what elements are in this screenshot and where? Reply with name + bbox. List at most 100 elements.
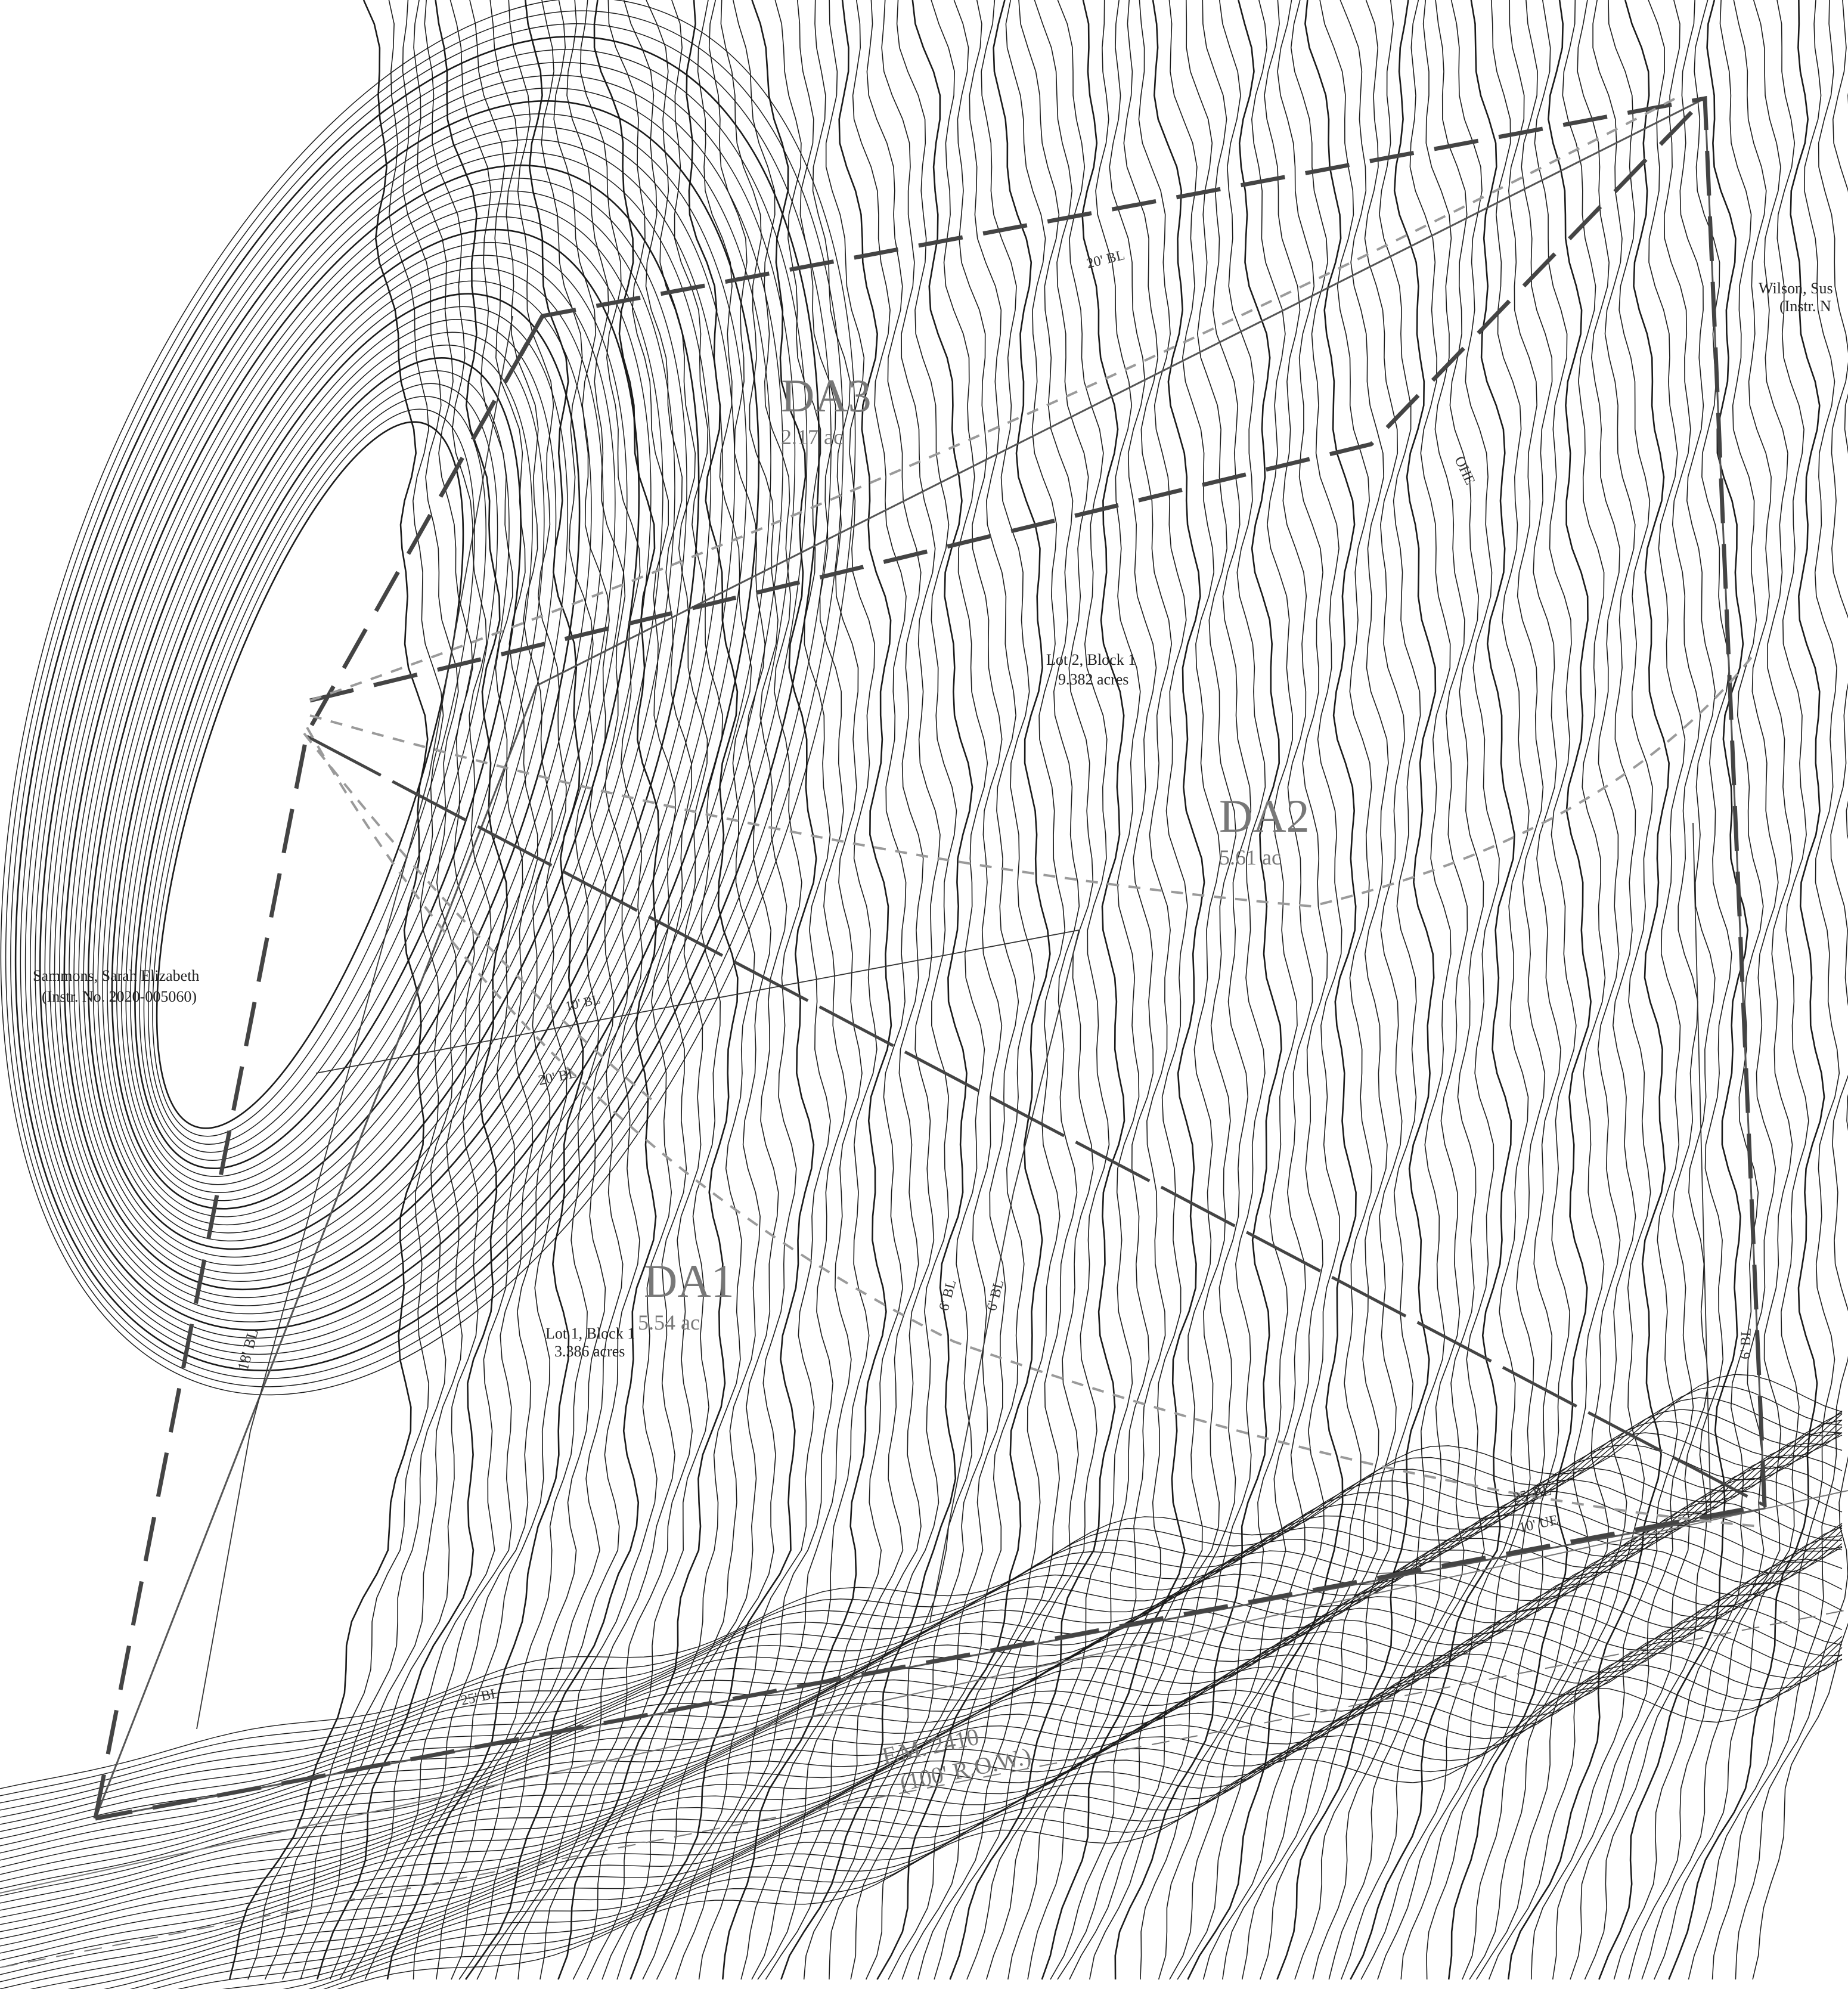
contour-line-road <box>67 1582 1843 1989</box>
contour-line-road <box>103 1594 1843 1989</box>
contour-line <box>1584 0 1732 1980</box>
hill-contour <box>35 87 771 1339</box>
contour-line-road <box>0 1523 1843 1961</box>
contour-line <box>572 0 755 1980</box>
flow-path <box>309 94 1682 702</box>
bl-18-left: 18' BL <box>234 1327 262 1373</box>
building-lines <box>196 315 1711 1730</box>
contour-line <box>1447 0 1592 1980</box>
contour-line <box>765 0 957 1980</box>
contour-line <box>1057 0 1237 1980</box>
contour-line <box>616 0 802 1980</box>
ohe-label: OHE <box>1452 454 1478 488</box>
da1-label: DA1 <box>644 1255 734 1307</box>
contour-line <box>917 0 1094 1980</box>
hill-contour <box>39 100 760 1331</box>
contour-line <box>675 0 863 1980</box>
hill-contour <box>139 370 510 1161</box>
hill-contour <box>116 306 569 1201</box>
contour-line-road <box>0 1525 1843 1925</box>
hill-contour <box>148 396 486 1145</box>
contour-line <box>803 0 988 1980</box>
contour-line <box>751 0 924 1980</box>
contour-line-road <box>152 1617 1843 1989</box>
flow-path <box>306 727 1759 1528</box>
contour-line-road <box>0 1374 1843 1789</box>
contour-line <box>1570 0 1716 1980</box>
hill-contour <box>120 319 557 1193</box>
contour-line-road <box>0 1535 1843 1975</box>
contour-line <box>1641 0 1793 1980</box>
hill-contour <box>30 75 783 1347</box>
contour-line-road <box>0 1547 1843 1982</box>
contour-line-road <box>0 1413 1843 1839</box>
hill-contour <box>5 10 844 1387</box>
contour-line <box>495 0 692 1980</box>
hill-contour <box>134 357 522 1169</box>
contour-line <box>829 0 1003 1980</box>
hill-contour <box>73 190 675 1274</box>
contour-line <box>850 0 1019 1980</box>
contour-line <box>1241 0 1406 1980</box>
lot2-name: Lot 2, Block 1 <box>1046 651 1136 668</box>
contour-line <box>1507 0 1670 1980</box>
contour-line <box>282 0 475 1980</box>
contour-line <box>587 0 772 1980</box>
hill-contour <box>59 151 711 1299</box>
contour-line <box>539 0 724 1980</box>
contour-line <box>364 0 568 1980</box>
contour-line <box>1341 0 1500 1980</box>
contour-line <box>934 0 1110 1980</box>
contour-line <box>1488 0 1653 1980</box>
contour-line-road <box>0 1385 1843 1796</box>
contour-line <box>1041 0 1205 1980</box>
hill-contour <box>87 228 640 1250</box>
road-row-lines <box>0 1490 1848 1968</box>
contour-line-road <box>0 1536 1843 1932</box>
da1-da2-divide <box>306 735 1766 1507</box>
hill-contour <box>92 241 628 1242</box>
contour-line-road <box>0 1525 1843 1954</box>
owner-sammons-instr: (Instr. No. 2020-005060) <box>42 988 197 1005</box>
contour-line <box>740 0 907 1980</box>
contour-line <box>876 0 1051 1980</box>
contour-line-road <box>177 1629 1843 1989</box>
contour-line <box>1069 0 1252 1980</box>
contour-line <box>949 0 1125 1980</box>
hill-contour <box>63 164 700 1291</box>
hill-contour <box>44 113 748 1322</box>
hill-contour <box>20 49 808 1363</box>
contour-line <box>642 0 831 1980</box>
contour-line <box>1202 0 1373 1980</box>
contour-line-road <box>0 1477 1843 1897</box>
hill-contour <box>83 216 652 1258</box>
contour-line <box>630 0 817 1980</box>
contour-line-road <box>0 1420 1843 1818</box>
contour-line-road <box>0 1536 1843 1940</box>
contour-line <box>1276 0 1437 1980</box>
contour-line <box>300 0 492 1980</box>
contour-line <box>1260 0 1421 1980</box>
contour-line <box>901 0 1080 1980</box>
bl-20-top: 20' BL <box>1085 247 1126 272</box>
contour-line <box>601 0 787 1980</box>
lot1-name: Lot 1, Block 1 <box>545 1325 635 1342</box>
contour-line-road <box>0 1454 1843 1882</box>
da3-area: 2.17 ac <box>781 425 843 449</box>
da3-label: DA3 <box>781 370 872 422</box>
hill-contour <box>49 126 736 1315</box>
contour-line-road <box>283 1652 1843 1989</box>
contour-line-road <box>337 1636 1843 1989</box>
contour-line <box>1475 0 1636 1980</box>
contour-line <box>436 0 615 1980</box>
contour-line <box>1312 0 1468 1980</box>
hill-contour <box>97 255 616 1234</box>
contour-line <box>1177 0 1342 1980</box>
contour-line <box>557 0 739 1980</box>
lot1-area: 3.386 acres <box>554 1343 625 1360</box>
contour-line-road <box>0 1559 1843 1989</box>
contour-line <box>1552 0 1701 1980</box>
hill-contour <box>54 139 724 1306</box>
owner-wilson-name: Wilson, Sus <box>1759 280 1833 297</box>
